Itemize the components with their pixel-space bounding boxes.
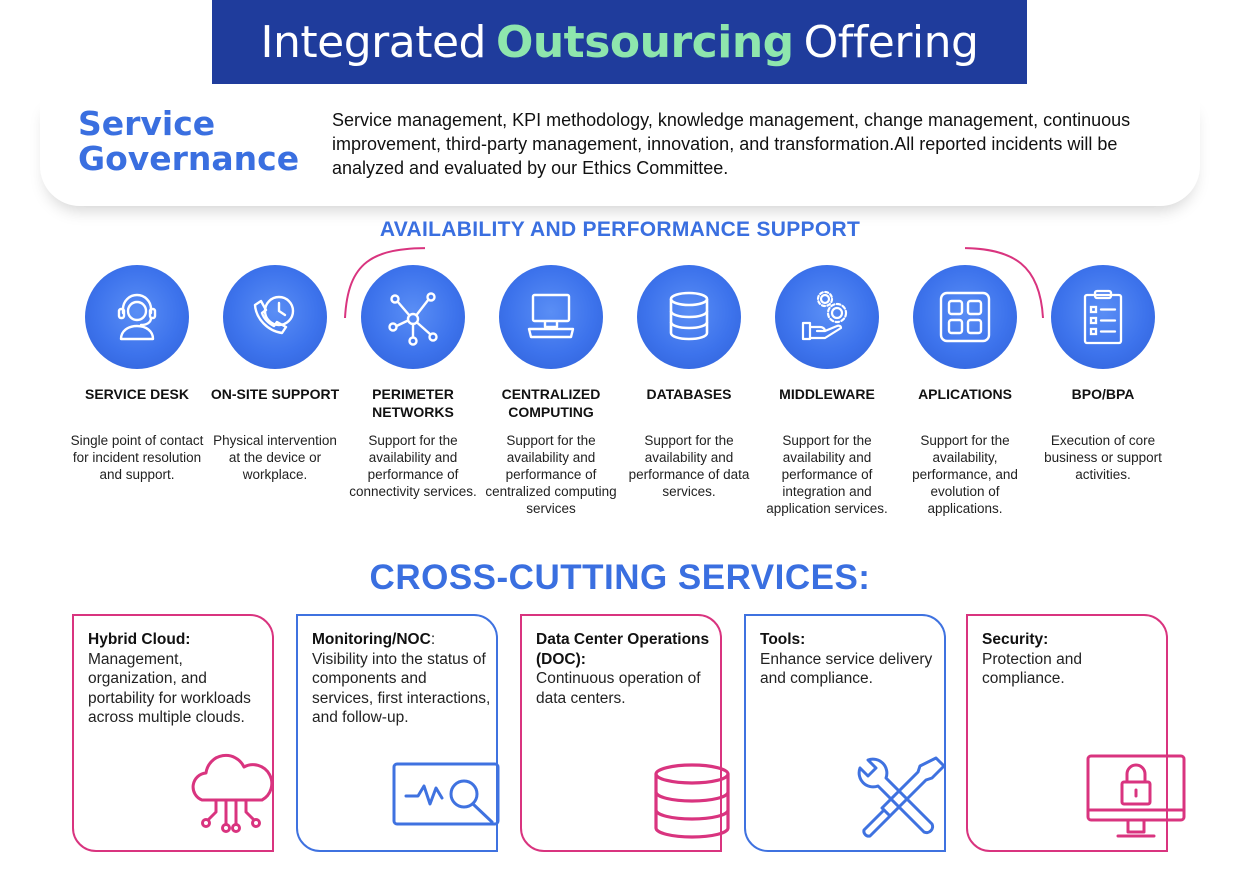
service-name: BPO/BPA: [1071, 386, 1135, 402]
service-description: Single point of contact for incident res…: [70, 433, 204, 482]
perimeter-networks-circle: [361, 265, 465, 369]
card-description: Continuous operation of data centers.: [536, 670, 701, 707]
card-label: Tools:: [760, 631, 806, 648]
tools-card: Tools: Enhance service delivery and comp…: [744, 614, 946, 852]
security-card: Security: Protection and compliance.: [966, 614, 1186, 852]
card-label-suffix: :: [430, 631, 436, 648]
middleware: MIDDLEWARE Support for the availability …: [760, 265, 894, 516]
service-name: CENTRALIZED COMPUTING: [501, 386, 601, 420]
card-text: Hybrid Cloud: Management, organization, …: [88, 630, 268, 728]
title-highlight: Outsourcing: [495, 16, 794, 68]
monitoring-noc-card: Monitoring/NOC: Visibility into the stat…: [296, 614, 500, 852]
card-text: Tools: Enhance service delivery and comp…: [760, 630, 940, 689]
monitor-magnifier-icon: [392, 762, 500, 826]
title-part1: Integrated: [260, 16, 487, 68]
phone-clock-icon: [253, 295, 295, 335]
service-governance-title: Service Governance: [78, 106, 299, 176]
centralized-computing-circle: [499, 265, 603, 369]
title-part2: Offering: [803, 16, 979, 68]
service-governance-description: Service management, KPI methodology, kno…: [332, 110, 1131, 178]
bpo-bpa: BPO/BPA Execution of core business or su…: [1036, 265, 1170, 482]
service-name: SERVICE DESK: [85, 386, 189, 402]
card-text: Security: Protection and compliance.: [982, 630, 1162, 689]
database-stack-icon: [654, 763, 730, 839]
service-name: APLICATIONS: [918, 386, 1012, 402]
service-name: MIDDLEWARE: [779, 386, 875, 402]
service-description: Support for the availability, performanc…: [912, 433, 1018, 516]
card-label: Security:: [982, 631, 1049, 648]
cloud-network-icon: [191, 753, 274, 833]
service-desk: SERVICE DESK Single point of contact for…: [70, 265, 204, 482]
service-name: PERIMETER NETWORKS: [372, 386, 454, 420]
hand-gears-icon: [801, 290, 848, 341]
service-description: Execution of core business or support ac…: [1044, 433, 1162, 482]
hybrid-cloud-card: Hybrid Cloud: Management, organization, …: [72, 614, 274, 852]
app-grid-icon: [939, 291, 991, 343]
card-label: Monitoring/NOC: [312, 631, 431, 648]
card-description: Management, organization, and portabilit…: [88, 650, 251, 727]
service-governance-panel: Service Governance Service management, K…: [40, 98, 1200, 206]
monitor-lock-icon: [1086, 754, 1186, 838]
service-description: Support for the availability and perform…: [485, 433, 617, 516]
databases: DATABASES Support for the availability a…: [622, 265, 756, 499]
bpo-bpa-circle: [1051, 265, 1155, 369]
computer-icon: [527, 293, 575, 339]
on-site-support: ON-SITE SUPPORT Physical intervention at…: [208, 265, 342, 482]
cross-cutting-title: CROSS-CUTTING SERVICES:: [369, 558, 871, 597]
clipboard-checklist-icon: [1083, 289, 1123, 345]
service-description: Support for the availability and perform…: [628, 433, 750, 499]
governance-title-line2: Governance: [78, 139, 300, 178]
service-description: Support for the availability and perform…: [766, 433, 888, 516]
service-desk-circle: [85, 265, 189, 369]
service-description: Support for the availability and perform…: [349, 433, 477, 499]
availability-title: AVAILABILITY AND PERFORMANCE SUPPORT: [379, 218, 861, 241]
data-center-operations-card: Data Center Operations (DOC): Continuous…: [520, 614, 730, 852]
card-description: Enhance service delivery and compliance.: [760, 650, 933, 688]
middleware-circle: [775, 265, 879, 369]
governance-title-line1: Service: [78, 104, 216, 143]
card-description: Protection and compliance.: [982, 650, 1082, 688]
databases-circle: [637, 265, 741, 369]
card-label: Data Center Operations (DOC):: [536, 631, 710, 668]
title-banner: Integrated Outsourcing Offering: [212, 0, 1027, 84]
card-text: Data Center Operations (DOC): Continuous…: [536, 630, 716, 708]
perimeter-networks: PERIMETER NETWORKS Support for the avail…: [346, 265, 480, 499]
card-text: Monitoring/NOC: Visibility into the stat…: [312, 630, 492, 728]
database-icon: [669, 291, 709, 341]
card-label: Hybrid Cloud:: [88, 631, 191, 648]
network-hub-icon: [388, 292, 438, 346]
card-description: Visibility into the status of components…: [312, 650, 491, 727]
service-name: DATABASES: [646, 386, 732, 402]
centralized-computing: CENTRALIZED COMPUTING Support for the av…: [484, 265, 618, 516]
wrench-screwdriver-icon: [857, 756, 946, 838]
applications: APLICATIONS Support for the availability…: [898, 265, 1032, 516]
on-site-support-circle: [223, 265, 327, 369]
service-description: Physical intervention at the device or w…: [213, 433, 337, 482]
headset-icon: [117, 293, 157, 341]
applications-circle: [913, 265, 1017, 369]
service-name: ON-SITE SUPPORT: [210, 386, 340, 402]
